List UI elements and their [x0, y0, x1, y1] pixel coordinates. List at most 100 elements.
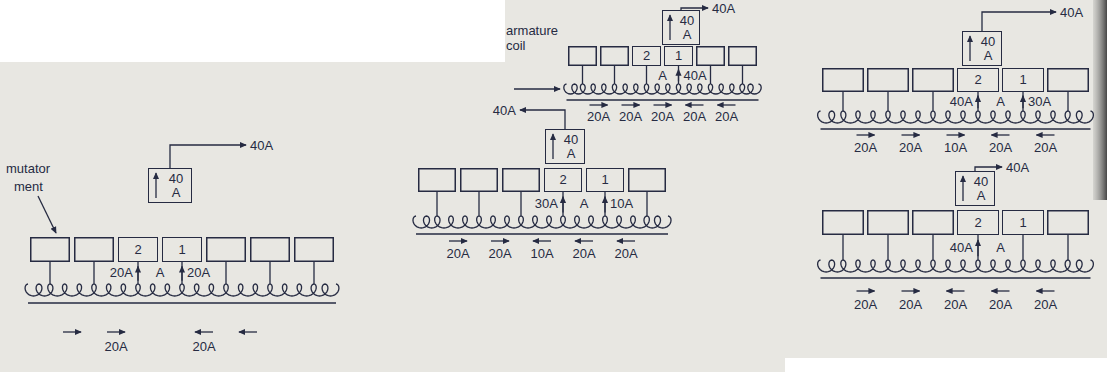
current-arrow [977, 240, 978, 256]
riser-wire [646, 192, 647, 216]
current-arrow [1037, 290, 1055, 291]
current-arrow [63, 331, 81, 332]
commutator-segment [1048, 211, 1089, 235]
node-text: 1 [601, 173, 608, 187]
armature-coil [25, 284, 53, 296]
commutator-segment: 1 [1002, 210, 1044, 235]
current-label: 40A [250, 138, 273, 153]
riser-wire [436, 192, 437, 216]
riser-wire [932, 92, 933, 111]
current-label: 20A [944, 297, 967, 312]
current-arrow [155, 173, 156, 198]
current-label: 20A [651, 109, 674, 124]
node-text: 40 A [164, 172, 188, 200]
current-label: 20A [989, 297, 1012, 312]
armature-coil [268, 284, 316, 296]
current-label: 20A [1034, 140, 1057, 155]
commutator-segment [913, 69, 954, 92]
riser-wire [1067, 235, 1068, 260]
node-text: 40 A [678, 14, 696, 42]
current-label: 20A [488, 246, 511, 261]
armature-coil [644, 84, 680, 94]
current-label: 40A [950, 94, 973, 109]
node-text: 2 [643, 49, 650, 63]
current-arrow [902, 290, 920, 291]
current-arrow [654, 104, 672, 105]
riser-wire [137, 262, 138, 284]
armature-coil [976, 260, 1025, 272]
current-label: A [658, 68, 667, 83]
armature-coil [931, 111, 980, 123]
riser-wire [49, 262, 50, 284]
current-arrow [604, 197, 605, 213]
commutation-panel [818, 167, 1094, 291]
riser-wire [478, 192, 479, 216]
brush-box: 40 A [545, 129, 585, 164]
armature-coil [413, 216, 440, 228]
commutator-segment [569, 47, 597, 66]
brush-box: 40 A [962, 31, 1002, 66]
node-text: 2 [974, 216, 981, 230]
current-arrow [137, 266, 138, 280]
annotation-label: ment [14, 179, 43, 194]
current-label: 20A [572, 246, 595, 261]
riser-wire [1067, 92, 1068, 111]
commutator-segment: 1 [162, 237, 202, 262]
riser-wire [842, 235, 843, 260]
node-text: 40 A [971, 175, 991, 203]
commutator-segment [31, 238, 70, 262]
current-arrow [678, 70, 679, 82]
current-arrow [617, 240, 635, 241]
current-arrow [969, 36, 970, 61]
base-line [821, 128, 1091, 129]
current-label: 20A [1034, 297, 1057, 312]
current-label: 20A [619, 109, 642, 124]
current-label: 20A [899, 297, 922, 312]
armature-coil [92, 284, 140, 296]
armature-coil [818, 260, 846, 272]
brush-lead [982, 12, 1056, 31]
armature-coil [818, 111, 846, 123]
armature-coil [1021, 111, 1070, 123]
commutation-panel [25, 145, 339, 332]
current-arrow [491, 240, 509, 241]
commutator-segment [697, 47, 725, 66]
armature-coil [841, 260, 890, 272]
current-label: 20A [587, 109, 610, 124]
brush-box: 40 A [955, 171, 995, 206]
current-arrow [562, 197, 563, 213]
commutator-segment: 1 [1002, 68, 1044, 92]
photo-edge [1093, 0, 1107, 200]
commutator-segment [913, 211, 954, 235]
armature-coil [519, 216, 566, 228]
current-label: 20A [854, 140, 877, 155]
riser-wire [93, 262, 94, 284]
brush-lead [170, 145, 246, 168]
current-arrow [947, 290, 965, 291]
current-label: 20A [899, 140, 922, 155]
armature-coil [1021, 260, 1070, 272]
current-arrow [449, 240, 467, 241]
commutator-segment [75, 238, 114, 262]
commutator-segment: 1 [664, 46, 693, 66]
current-arrow [590, 104, 608, 105]
riser-wire [678, 66, 679, 84]
commutator-segment [601, 47, 629, 66]
riser-wire [269, 262, 270, 284]
riser-wire [520, 192, 521, 216]
commutator-segment: 2 [118, 237, 158, 262]
brush-box: 40 A [662, 10, 700, 45]
white-patch [0, 0, 505, 62]
current-label: 20A [192, 339, 215, 354]
riser-wire [932, 235, 933, 260]
current-label: 10A [944, 140, 967, 155]
current-label: A [996, 240, 1005, 255]
current-label: 40A [950, 240, 973, 255]
current-label: 20A [187, 265, 210, 280]
armature-coil [841, 111, 890, 123]
current-label: 40A [712, 1, 735, 16]
armature-coil [580, 84, 616, 94]
current-label: A [996, 94, 1005, 109]
current-arrow [107, 331, 125, 332]
commutator-segment [868, 69, 909, 92]
